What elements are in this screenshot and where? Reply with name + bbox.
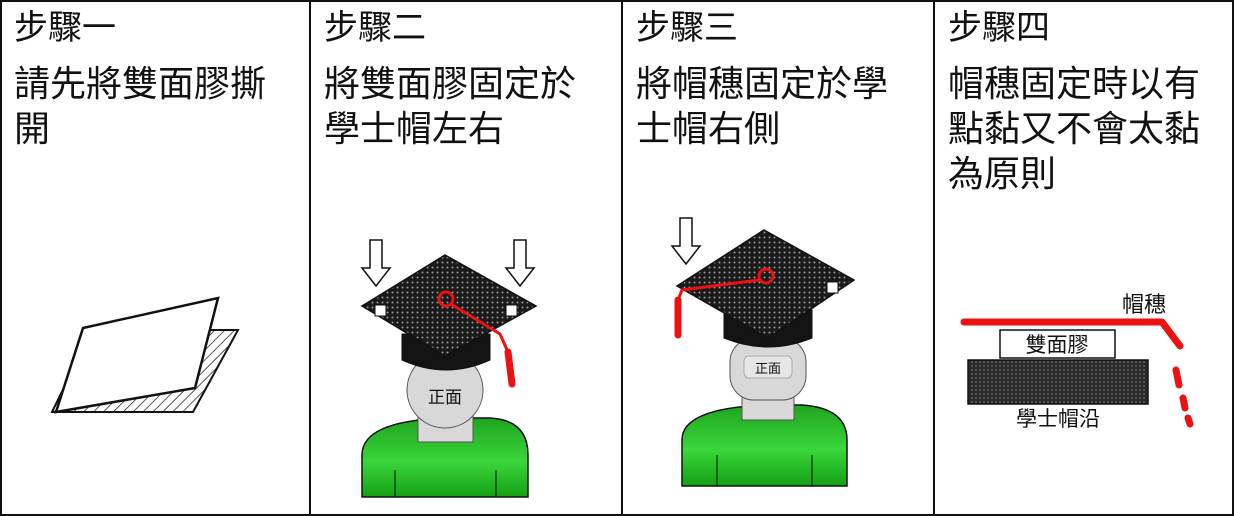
front-label: 正面 [428, 388, 462, 408]
double-sided-tape [999, 329, 1116, 359]
step-4-line-2: 點黏又不會太黏 [948, 109, 1201, 150]
tassel-cord [960, 318, 1184, 350]
step-3-title: 步驟三 [636, 8, 738, 48]
step-1-line-1: 請先將雙面膠撕 [14, 64, 267, 105]
arrow-down-left [360, 239, 392, 288]
step-3-line-1: 將帽穗固定於學 [636, 64, 889, 105]
step-2-title: 步驟二 [324, 8, 426, 48]
tassel-cord [676, 278, 760, 301]
tassel-button [757, 267, 775, 285]
tape-label: 雙面膠 [1026, 333, 1089, 357]
tassel-dash-2 [1179, 394, 1189, 412]
arrow-down [670, 217, 702, 266]
step-3-panel: 步驟三 將帽穗固定於學 士帽右側 [622, 0, 934, 516]
tassel-button [437, 290, 455, 308]
arrow-down-right [504, 239, 536, 288]
tassel-attachment-cross-section: 帽穗 雙面膠 學士帽沿 [960, 293, 1194, 431]
tassel-label: 帽穗 [1122, 293, 1166, 318]
step-1-line-2: 開 [14, 109, 51, 150]
tape-peeling-illustration [50, 296, 240, 414]
cap-brim [967, 359, 1149, 405]
tape-square-right [826, 281, 839, 294]
step-4-title: 步驟四 [948, 8, 1050, 48]
step-2-panel: 步驟二 將雙面膠固定於 學士帽左右 [310, 0, 622, 516]
tassel-cord [450, 302, 510, 353]
brim-label: 學士帽沿 [1016, 407, 1100, 431]
tape-square-right [505, 304, 518, 317]
front-label: 正面 [755, 362, 781, 377]
tassel-dash-1 [1172, 366, 1183, 389]
step-1-instruction: 請先將雙面膠撕 開 [14, 62, 266, 152]
cap-tassel-illustration: 正面 [670, 217, 856, 487]
step-2-line-2: 學士帽左右 [324, 109, 505, 150]
tape-front-sheet [54, 296, 220, 414]
step-3-instruction: 將帽穗固定於學 士帽右側 [636, 62, 888, 152]
step-3-line-2: 士帽右側 [636, 109, 781, 150]
tape-square-left [374, 304, 387, 317]
step-4-line-3: 為原則 [948, 154, 1057, 195]
step-2-line-1: 將雙面膠固定於 [324, 64, 577, 105]
tassel-end [504, 348, 516, 388]
tassel-dash-3 [1184, 414, 1194, 428]
step-1-panel: 步驟一 請先將雙面膠撕 開 [0, 0, 310, 516]
step-4-instruction: 帽穗固定時以有 點黏又不會太黏 為原則 [948, 62, 1200, 197]
step-4-line-1: 帽穗固定時以有 [948, 64, 1201, 105]
step-4-panel: 步驟四 帽穗固定時以有 點黏又不會太黏 為原則 帽穗 雙面膠 學士帽沿 [934, 0, 1234, 516]
step-2-instruction: 將雙面膠固定於 學士帽左右 [324, 62, 576, 152]
step-1-title: 步驟一 [14, 8, 116, 48]
cap-front-illustration: 正面 [360, 239, 538, 498]
